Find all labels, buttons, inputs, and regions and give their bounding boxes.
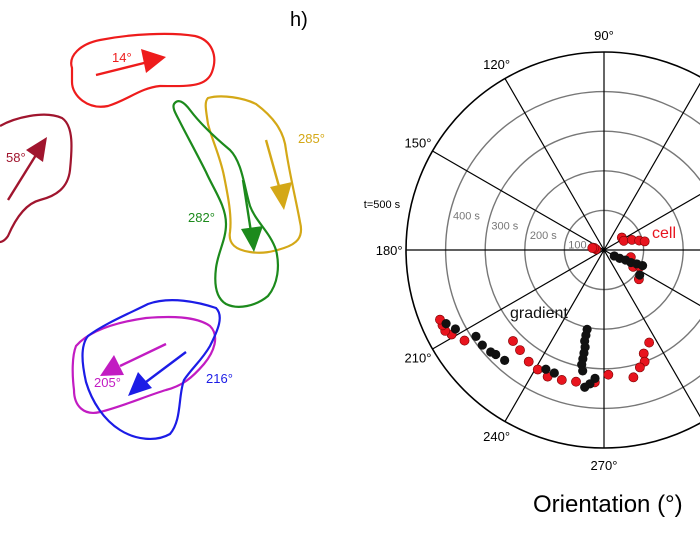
angle-tick-label: 90° <box>594 28 614 43</box>
data-point-gradient <box>578 366 588 376</box>
angle-tick-label: 210° <box>405 350 432 365</box>
angle-tick-label: 240° <box>483 429 510 444</box>
cell-outline-maroon <box>0 113 73 244</box>
spoke-240 <box>504 249 605 422</box>
cell-label-magenta: 205° <box>94 375 121 390</box>
radius-tick-label: 300 s <box>491 220 518 232</box>
spoke-300 <box>603 249 700 418</box>
spoke-210 <box>432 249 605 350</box>
cell-outline-magenta <box>71 315 217 414</box>
cell-label-red: 14° <box>112 50 132 65</box>
cell-outlines-panel: 14° 58° 285° 282° 205° 216° <box>0 32 325 440</box>
radius-tick-label: 400 s <box>453 211 480 223</box>
angle-tick-label: 270° <box>591 458 618 473</box>
arrowhead-maroon <box>26 137 47 162</box>
angle-tick-labels: 90° 120° 150° 180° 210° 240° 270° <box>376 28 618 473</box>
arrowhead-blue <box>128 372 152 396</box>
data-point-cell <box>556 375 567 385</box>
data-point-cell <box>571 376 581 387</box>
arrow-shaft-red <box>95 60 149 77</box>
spoke-30 <box>603 193 700 251</box>
arrowhead-red <box>141 49 166 73</box>
spoke-150 <box>432 150 605 251</box>
data-point-cell <box>634 362 645 373</box>
data-point-gradient <box>450 324 460 334</box>
arrowhead-green <box>241 226 263 252</box>
angle-tick-label: 180° <box>376 243 403 258</box>
cell-label-green: 282° <box>188 210 215 225</box>
radius-tick-label: t=500 s <box>364 199 401 211</box>
series-label-gradient: gradient <box>510 305 568 322</box>
arrow-shaft-green <box>241 179 253 233</box>
x-axis-label: Orientation (°) <box>533 491 683 518</box>
arrowhead-yellow <box>270 182 292 210</box>
cell-outline-red <box>70 32 216 108</box>
angular-gridlines <box>406 52 700 448</box>
data-point-cell <box>644 337 655 348</box>
data-point-gradient <box>477 340 487 350</box>
cell-label-blue: 216° <box>206 371 233 386</box>
data-point-gradient <box>500 355 510 365</box>
cell-outline-blue <box>81 299 221 440</box>
data-point-cell <box>603 369 614 380</box>
panel-label: h) <box>290 9 308 31</box>
cell-outline-yellow <box>204 95 303 254</box>
data-point-cell <box>459 335 470 346</box>
cell-label-maroon: 58° <box>6 150 26 165</box>
data-point-gradient <box>486 347 496 357</box>
series-label-cell: cell <box>652 225 676 242</box>
data-point-cell <box>628 372 639 383</box>
data-point-gradient <box>637 260 648 271</box>
data-point-cell <box>508 336 518 346</box>
cell-label-yellow: 285° <box>298 131 325 146</box>
data-point-gradient <box>541 364 551 374</box>
data-point-cell <box>638 348 649 359</box>
data-point-cell <box>515 345 525 356</box>
arrow-shaft-maroon <box>6 154 38 201</box>
spoke-60 <box>603 82 700 251</box>
cell-outline-green <box>172 100 279 308</box>
data-point-gradient <box>441 319 451 329</box>
data-point-cell <box>618 235 629 246</box>
data-point-cell <box>587 243 598 253</box>
data-point-cell <box>639 236 650 247</box>
data-point-gradient <box>471 331 481 341</box>
radius-tick-label: 200 s <box>530 230 557 242</box>
spoke-120 <box>504 78 605 251</box>
arrow-shaft-yellow <box>264 139 282 191</box>
data-point-gradient <box>549 368 559 378</box>
arrow-shaft-blue <box>145 351 187 383</box>
angle-tick-label: 150° <box>405 136 432 151</box>
data-point-cell <box>532 364 543 375</box>
data-point-gradient <box>635 270 645 280</box>
data-points <box>435 232 655 392</box>
data-point-cell <box>523 356 534 367</box>
arrow-shaft-magenta <box>119 342 167 368</box>
arrowhead-magenta <box>100 355 124 376</box>
data-point-gradient <box>580 382 590 392</box>
angle-tick-label: 120° <box>483 57 510 72</box>
